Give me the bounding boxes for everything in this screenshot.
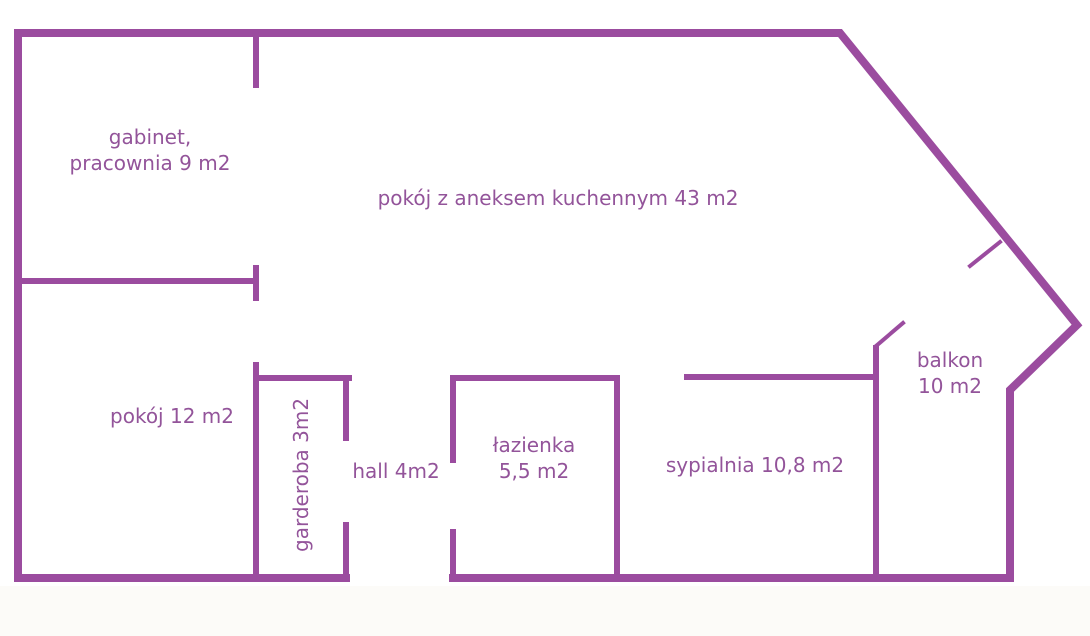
room-salon: pokój z aneksem kuchennym 43 m2	[348, 185, 768, 211]
room-hall-name: hall 4m2	[352, 459, 440, 483]
room-gabinet-area: pracownia 9 m2	[69, 151, 231, 175]
room-garderoba: garderoba 3m2	[288, 397, 314, 552]
room-lazienka-area: 5,5 m2	[498, 459, 570, 483]
room-sypialnia: sypialnia 10,8 m2	[648, 452, 862, 478]
room-lazienka-name: łazienka	[492, 433, 576, 457]
wall-balkon-north-diag	[967, 239, 1003, 269]
room-lazienka: łazienka 5,5 m2	[472, 432, 596, 484]
room-hall: hall 4m2	[344, 458, 448, 484]
room-sypialnia-name: sypialnia 10,8 m2	[665, 453, 845, 477]
room-gabinet-name: gabinet,	[108, 125, 192, 149]
room-pokoj-name: pokój 12 m2	[110, 404, 234, 428]
room-gabinet: gabinet, pracownia 9 m2	[52, 124, 248, 176]
wall-balkon-west-diag	[873, 320, 906, 349]
room-balkon-area: 10 m2	[917, 374, 982, 398]
room-garderoba-name: garderoba 3m2	[289, 397, 313, 552]
watermark-area	[0, 586, 1090, 636]
room-pokoj: pokój 12 m2	[92, 403, 252, 429]
room-balkon: balkon 10 m2	[900, 347, 1000, 399]
outer-wall-top	[14, 29, 1083, 582]
room-salon-name: pokój z aneksem kuchennym 43 m2	[377, 186, 739, 210]
room-balkon-name: balkon	[916, 348, 984, 372]
